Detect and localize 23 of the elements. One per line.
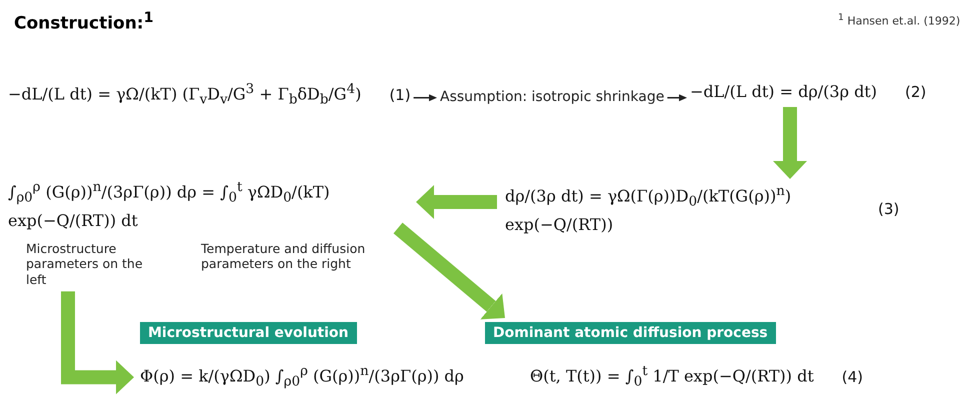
equation-number: (4) xyxy=(842,368,864,386)
block-arrow xyxy=(416,185,497,219)
section-heading: Dominant atomic diffusion process xyxy=(485,322,776,344)
page-title: Construction:$^{1}$ xyxy=(14,10,154,34)
side-note: Microstructure parameters on the left xyxy=(26,240,144,288)
footnote: $^{1}$ Hansen et.al. (1992) xyxy=(838,12,960,28)
block-arrow xyxy=(394,222,505,320)
block-arrow xyxy=(61,291,134,394)
arrow xyxy=(667,94,687,102)
equation: dρ/(3ρ dt) = γΩ(Γ(ρ))D$_{0}$/(kT(G(ρ))$^{n}$) exp(−Q/(RT)) xyxy=(505,183,792,236)
equation: Φ(ρ) = k/(γΩD$_{0}$) ∫$_{ρ0}$$^{ρ}$ (G(ρ))$^{n}$/(3ρΓ(ρ)) dρ xyxy=(140,363,464,392)
equation-number: (3) xyxy=(878,200,900,218)
equation-number: (1) xyxy=(389,86,411,104)
equation: Θ(t, T(t)) = ∫$_{0}$$^{t}$ 1/T exp(−Q/(RT)) dt xyxy=(530,363,814,392)
side-note: Temperature and diffusion parameters on the right xyxy=(201,240,366,272)
equation: −dL/(L dt) = dρ/(3ρ dt) xyxy=(690,81,877,103)
equation-number: (2) xyxy=(904,83,926,101)
section-heading: Microstructural evolution xyxy=(140,322,357,344)
annotation-text: Assumption: isotropic shrinkage xyxy=(440,89,664,106)
equation: ∫$_{ρ0}$$^{ρ}$ (G(ρ))$^{n}$/(3ρΓ(ρ)) dρ = ∫$_{0}$$^{t}$ γΩD$_{0}$/(kT) exp(−Q/(RT)) dt xyxy=(8,179,331,232)
arrow xyxy=(414,94,437,102)
equation: −dL/(L dt) = γΩ/(kT) (Γ$_{v}$D$_{v}$/G$^{3}$ + Γ$_{b}$δD$_{b}$/G$^{4}$) xyxy=(8,81,362,110)
block-arrow xyxy=(773,107,807,179)
